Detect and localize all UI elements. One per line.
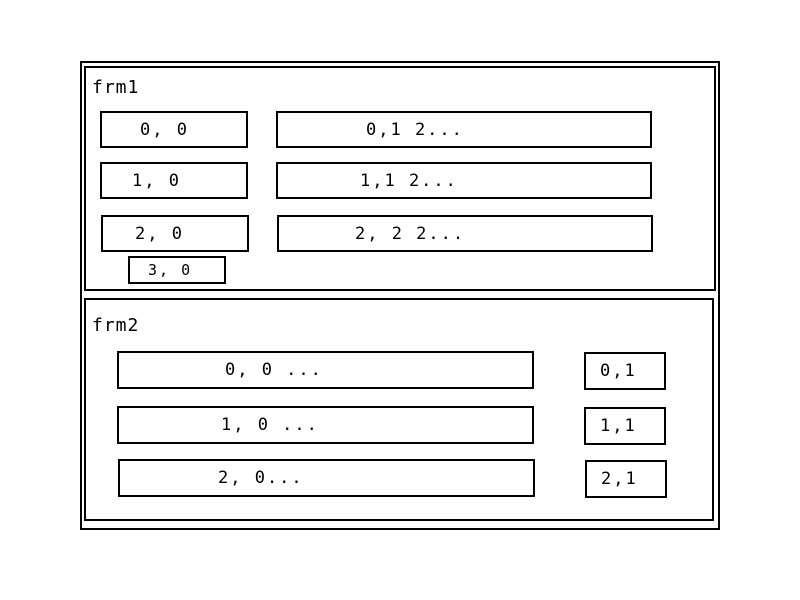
- frame-frm1: [84, 66, 716, 291]
- frame-frm1-title: frm1: [92, 77, 140, 98]
- frame-frm2-title: frm2: [92, 315, 140, 336]
- frm2-cell-0-0[interactable]: 0, 0 ...: [117, 351, 534, 389]
- frm2-cell-0-1[interactable]: 0,1: [584, 352, 666, 390]
- frm1-cell-1-0[interactable]: 1, 0: [100, 162, 248, 199]
- outer-window: [80, 61, 720, 530]
- frm1-cell-2-0[interactable]: 2, 0: [101, 215, 249, 252]
- frm2-cell-1-0[interactable]: 1, 0 ...: [117, 406, 534, 444]
- frm2-cell-2-1[interactable]: 2,1: [585, 460, 667, 498]
- frm1-cell-0-1[interactable]: 0,1 2...: [276, 111, 652, 148]
- frm2-cell-1-1[interactable]: 1,1: [584, 407, 666, 445]
- frm2-cell-2-0[interactable]: 2, 0...: [118, 459, 535, 497]
- frm1-cell-3-0[interactable]: 3, 0: [128, 256, 226, 284]
- frame-frm2: [84, 298, 714, 521]
- frm1-cell-0-0[interactable]: 0, 0: [100, 111, 248, 148]
- frm1-cell-1-1[interactable]: 1,1 2...: [276, 162, 652, 199]
- frm1-cell-2-1[interactable]: 2, 2 2...: [277, 215, 653, 252]
